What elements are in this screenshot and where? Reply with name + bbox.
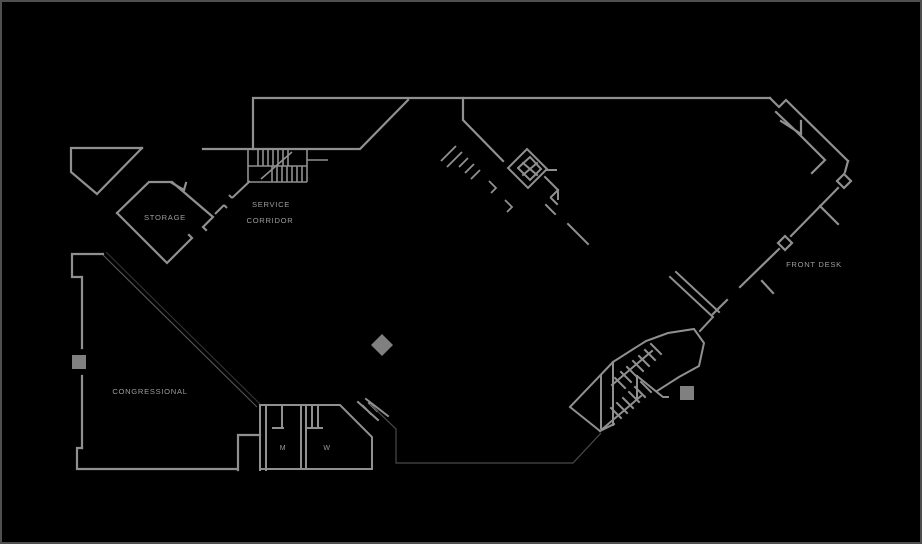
column-markers xyxy=(72,334,694,400)
restroom-walls xyxy=(259,397,390,471)
storage-room-walls xyxy=(115,180,215,265)
restroom-m-label: M xyxy=(280,445,287,452)
front-desk-label: FRONT DESK xyxy=(786,260,842,269)
service-corridor-label-line2: CORRIDOR xyxy=(247,216,294,225)
restroom-w-label: W xyxy=(323,445,330,452)
front-desk-walls xyxy=(668,270,721,333)
service-stairs xyxy=(247,149,328,183)
center-column-diamond xyxy=(371,334,393,356)
floor-edge-line xyxy=(369,403,602,464)
storage-label: STORAGE xyxy=(144,213,186,222)
right-diagonal-walls xyxy=(711,159,853,316)
column-square-right xyxy=(680,386,694,400)
congressional-room-walls xyxy=(70,252,262,472)
congressional-label: CONGRESSIONAL xyxy=(112,387,187,396)
service-corridor-label-line1: SERVICE xyxy=(252,200,290,209)
congressional-dark-diagonal xyxy=(102,251,261,408)
top-left-triangle-room xyxy=(69,146,144,196)
exterior-walls xyxy=(201,96,772,163)
service-corridor-walls xyxy=(214,180,251,215)
elevator-icon xyxy=(506,147,590,246)
entrance-vestibule-walls xyxy=(768,96,850,175)
grand-staircase xyxy=(568,327,706,433)
column-square-left xyxy=(72,355,86,369)
escalator-hatch xyxy=(440,145,514,213)
